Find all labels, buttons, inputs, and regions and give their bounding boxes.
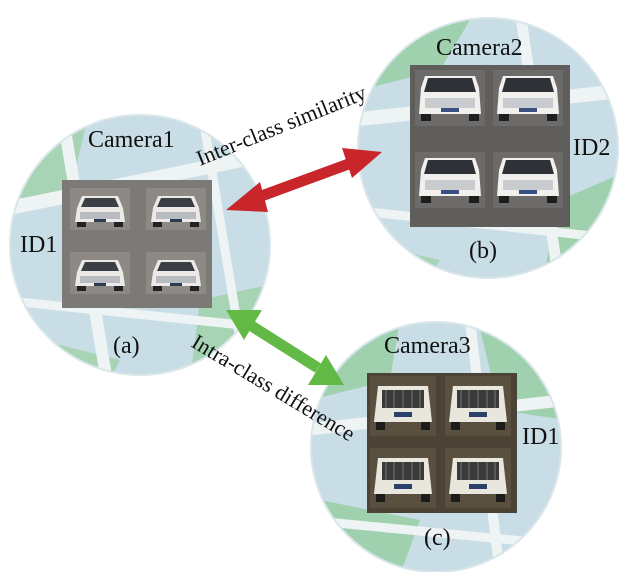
inter-class-similarity-label: Inter-class similarity <box>193 80 370 171</box>
vehicle-thumbnail <box>70 252 130 294</box>
camera2-id-label: ID2 <box>573 135 610 161</box>
vehicle-thumbnail <box>369 375 437 437</box>
vehicle-thumbnail <box>146 188 206 230</box>
vehicle-thumbnail <box>70 188 130 230</box>
vehicle-thumbnail <box>415 152 485 208</box>
vehicle-thumbnail <box>493 152 563 208</box>
camera3-panel-label: (c) <box>424 525 451 551</box>
camera2-image-grid <box>410 65 570 227</box>
camera3-title: Camera3 <box>384 333 471 359</box>
inter-class-arrow <box>226 148 382 212</box>
vehicle-thumbnail <box>444 375 512 437</box>
camera1-image-grid <box>62 180 212 308</box>
camera3-image-grid <box>367 373 517 513</box>
camera1-id-label: ID1 <box>20 232 57 258</box>
vehicle-thumbnail <box>493 70 563 126</box>
camera3-view <box>310 321 562 572</box>
camera3-id-label: ID1 <box>522 424 559 450</box>
vehicle-thumbnail <box>415 70 485 126</box>
camera2-title: Camera2 <box>436 35 523 61</box>
camera1-title: Camera1 <box>88 127 175 153</box>
camera2-panel-label: (b) <box>469 238 497 264</box>
camera1-panel-label: (a) <box>113 333 140 359</box>
intra-class-arrow <box>226 310 344 385</box>
vehicle-thumbnail <box>369 447 437 509</box>
vehicle-thumbnail <box>146 252 206 294</box>
vehicle-thumbnail <box>444 447 512 509</box>
